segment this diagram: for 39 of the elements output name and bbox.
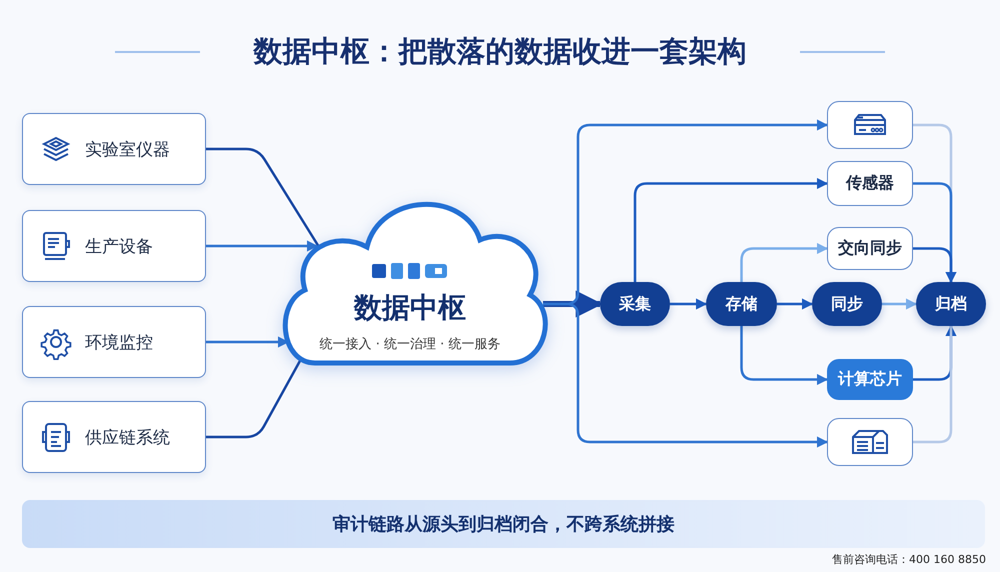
hub-subtitle: 统一接入 · 统一治理 · 统一服务 (320, 336, 500, 352)
connector-arrow (670, 298, 708, 310)
node-label: 交向同步 (838, 238, 902, 259)
node-label: 供应链系统 (85, 426, 170, 448)
node-label: 生产设备 (85, 236, 153, 258)
connector-arrow (740, 326, 828, 386)
diagram-title: 数据中枢：把散落的数据收进一套架构 (252, 34, 748, 68)
output-box (827, 227, 913, 270)
connector-arrow (206, 240, 318, 252)
contact-note: 售前咨询电话：400 160 8850 (832, 552, 986, 567)
source-box (22, 401, 206, 473)
source-box (22, 210, 206, 282)
node-label: 归档 (935, 294, 967, 314)
node-label: 采集 (619, 294, 651, 314)
node-label: 同步 (831, 294, 863, 314)
source-box (22, 306, 206, 378)
process-pill (706, 282, 777, 326)
icon-box (827, 101, 913, 149)
connector-arrow (634, 178, 828, 282)
process-pill (812, 282, 882, 326)
icon-box (827, 418, 913, 466)
connector-arrow (543, 302, 828, 448)
hub-title: 数据中枢 (354, 290, 466, 326)
process-pill (600, 282, 670, 326)
node-label: 传感器 (846, 173, 894, 194)
output-box (827, 161, 913, 206)
node-label: 计算芯片 (838, 369, 902, 390)
node-label: 实验室仪器 (85, 138, 170, 160)
source-box (22, 113, 206, 185)
summary-banner (22, 500, 985, 548)
node-label: 环境监控 (85, 332, 153, 354)
process-pill (916, 282, 986, 326)
output-box (827, 359, 913, 400)
node-label: 存储 (726, 294, 758, 314)
node-label: 审计链路从源头到归档闭合，不跨系统拼接 (332, 513, 674, 536)
connector-arrow (913, 247, 957, 284)
connector-arrow (777, 298, 814, 310)
connector-arrow (882, 298, 918, 310)
connector-arrow (740, 242, 828, 282)
